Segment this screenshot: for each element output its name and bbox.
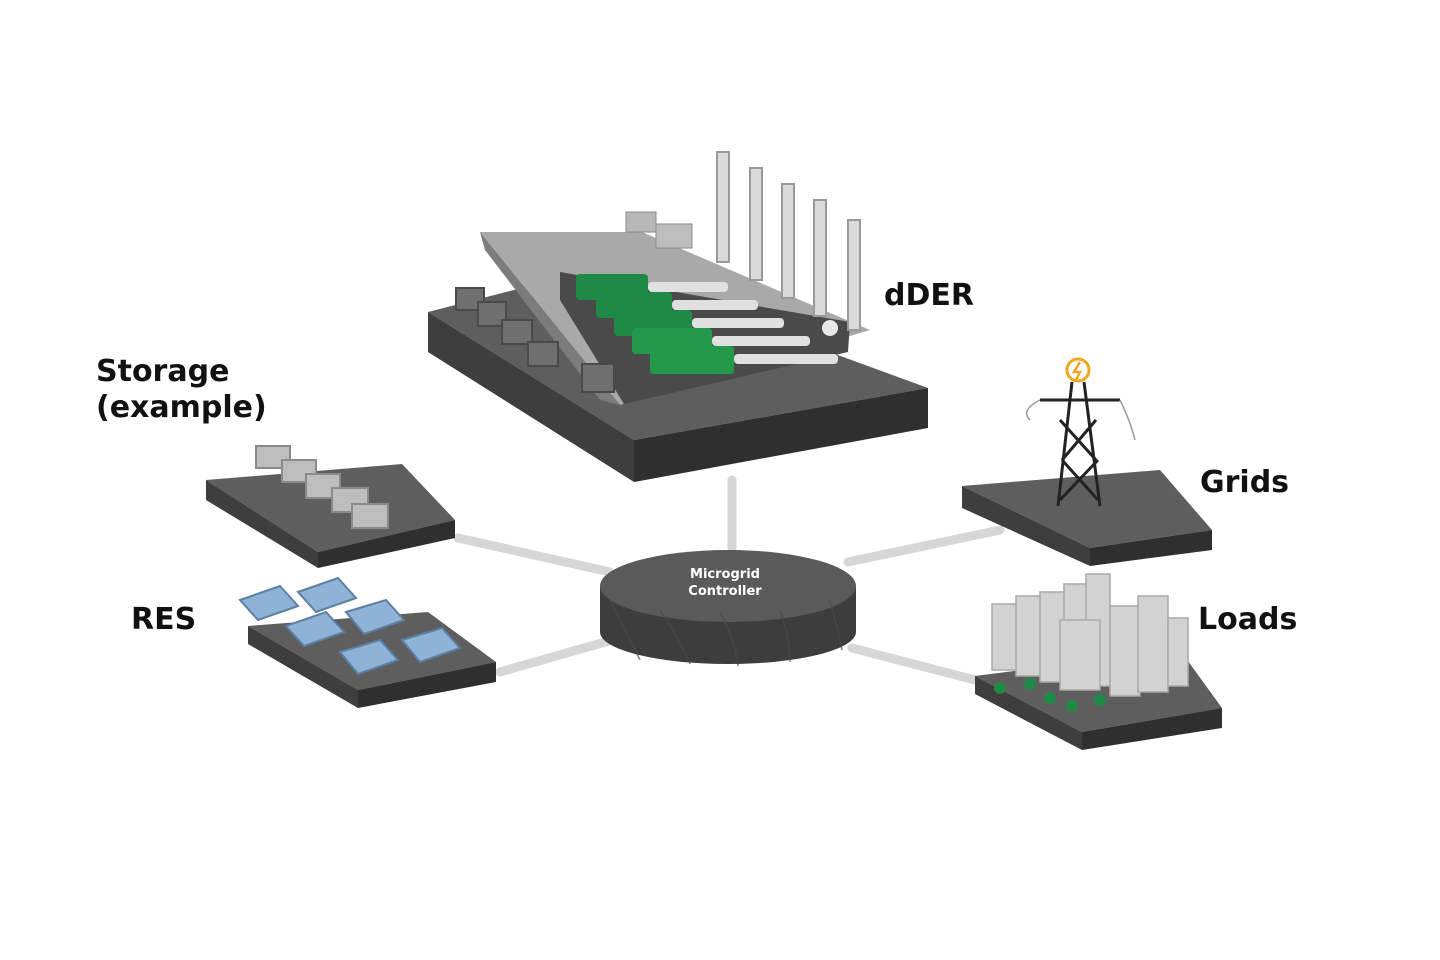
dder-plant — [428, 151, 928, 482]
label-grids: Grids — [1200, 465, 1290, 500]
city-buildings — [991, 573, 1189, 697]
chimney-stacks — [716, 151, 861, 331]
roof-unit — [625, 211, 657, 233]
label-loads: Loads — [1198, 602, 1298, 637]
connector-res — [495, 635, 617, 677]
connector-lines — [453, 475, 1005, 685]
connector-loads — [847, 643, 980, 685]
connector-grids — [843, 525, 1005, 567]
microgrid-controller-cylinder — [600, 550, 856, 667]
label-microgrid-controller: Microgrid Controller — [688, 567, 762, 599]
power-lines — [1025, 399, 1136, 441]
dder-platform-side — [634, 388, 928, 482]
storage-containers — [255, 445, 389, 529]
connector-storage — [453, 533, 615, 577]
engines — [576, 274, 838, 374]
transmission-tower — [1040, 381, 1120, 507]
storage-platform — [206, 445, 455, 568]
dder-platform-front — [428, 312, 634, 482]
trees — [994, 678, 1106, 712]
roof-unit — [655, 223, 693, 249]
label-storage: Storage (example) — [96, 354, 267, 425]
solar-panels — [238, 576, 462, 676]
power-bolt-icon — [1065, 357, 1091, 383]
label-res: RES — [131, 602, 197, 637]
dder-building-wall — [480, 232, 620, 405]
grids-platform — [962, 357, 1212, 566]
loads-platform — [975, 573, 1222, 750]
side-boxes — [455, 287, 615, 393]
res-platform — [238, 576, 496, 708]
label-dder: dDER — [884, 278, 974, 313]
